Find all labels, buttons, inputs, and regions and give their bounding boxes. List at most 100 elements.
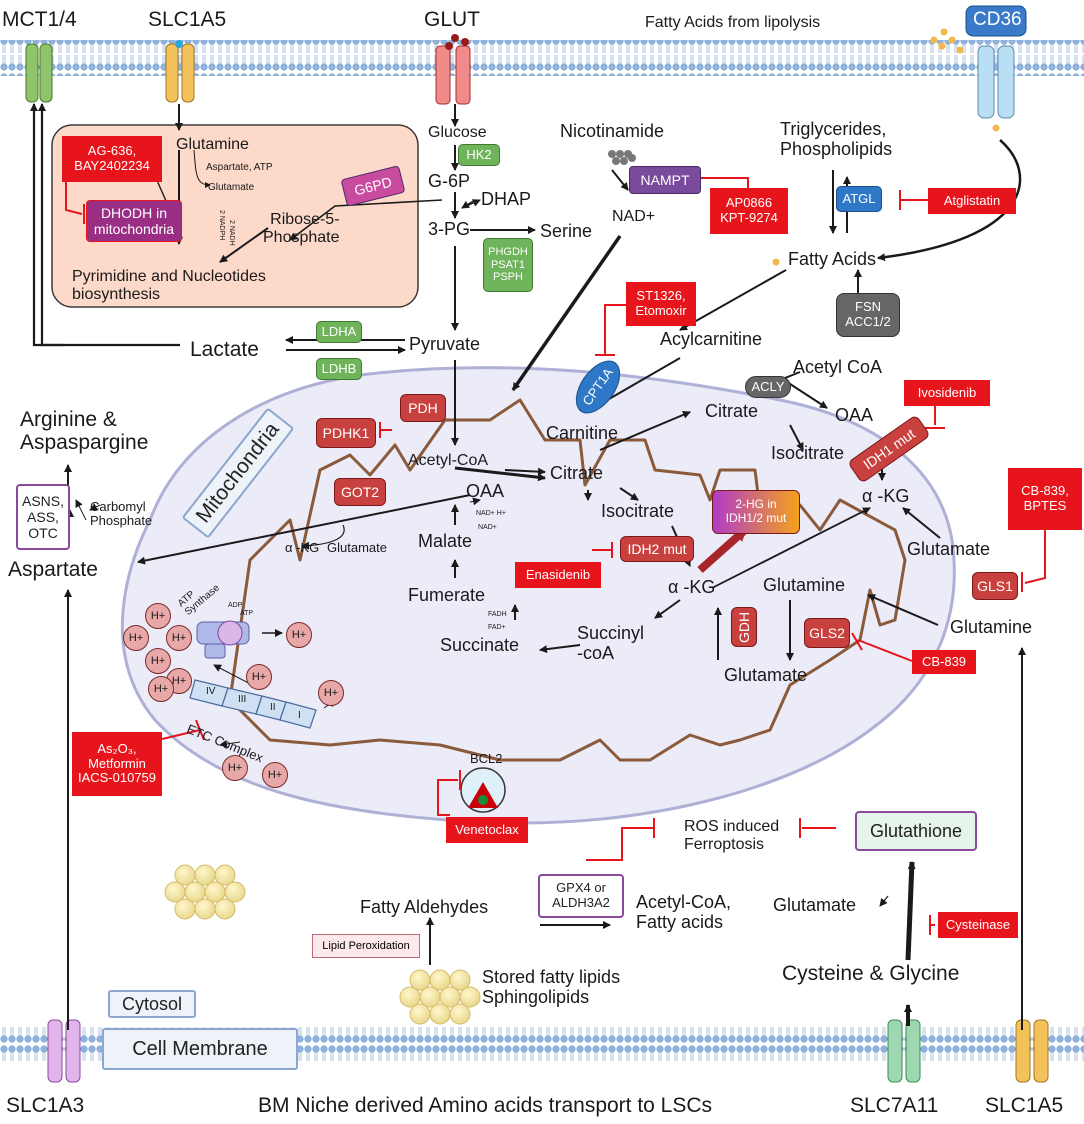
dhodh-enzyme: DHODH in mitochondria (86, 200, 182, 242)
proton-icon: H+ (166, 625, 192, 651)
proton-icon: H+ (145, 603, 171, 629)
stored-lipid-droplet-icon (399, 969, 481, 1025)
aspartate-label: Aspartate (8, 558, 98, 581)
ap0866-inhibitor: AP0866 KPT-9274 (710, 188, 788, 234)
cpt1a-enzyme: CPT1A (566, 352, 630, 422)
glutamine-cyto-label: Glutamine (950, 617, 1033, 637)
slc7a11-label: SLC7A11 (850, 1094, 939, 1117)
slc1a3-transporter (47, 1019, 81, 1083)
glutamate-small-label: Glutamate (208, 182, 255, 193)
atp-label: ATP (240, 610, 254, 617)
proton-icon: H+ (145, 648, 171, 674)
slc7a11-transporter (887, 1019, 921, 1083)
mito-nad-label: NAD+ (478, 524, 497, 531)
lactate-label: Lactate (190, 338, 259, 361)
mito-akg-small-label: α -KG (285, 540, 320, 555)
acylcarnitine-label: Acylcarnitine (660, 329, 763, 349)
ros-label: ROS induced Ferroptosis (684, 818, 780, 853)
ag636-inhibitor: AG-636, BAY2402234 (62, 136, 162, 182)
3pg-label: 3-PG (428, 219, 471, 239)
acetyl-coa-cyto-label: Acetyl CoA (793, 357, 883, 377)
gls1-enzyme: GLS1 (972, 572, 1018, 600)
mito-akg-label: α -KG (668, 577, 716, 597)
mito-fumerate-label: Fumerate (408, 585, 486, 605)
mito-glutamate-label: Glutamate (724, 665, 808, 685)
pdhk1-enzyme: PDHK1 (316, 418, 376, 448)
mito-glutamine-label: Glutamine (763, 575, 846, 595)
mito-succinyl-label: Succinyl -coA (577, 623, 645, 663)
footer-label: BM Niche derived Amino acids transport t… (258, 1094, 713, 1117)
complex-iv-label: IV (206, 686, 216, 697)
acetyl-fatty-label: Acetyl-CoA, Fatty acids (636, 892, 732, 932)
slc1a3-label: SLC1A3 (6, 1094, 85, 1117)
nampt-enzyme: NAMPT (629, 166, 701, 194)
gpx4-enzyme: GPX4 or ALDH3A2 (538, 874, 624, 918)
mito-citrate-label: Citrate (550, 463, 604, 483)
got2-enzyme: GOT2 (334, 478, 386, 506)
complex-iii-label: III (238, 694, 247, 705)
pdh-enzyme: PDH (400, 394, 446, 422)
cysteinase-inhibitor: Cysteinase (938, 912, 1018, 938)
gdh-enzyme: GDH (731, 607, 757, 647)
bcl2-label: BCL2 (470, 751, 503, 766)
mito-fad-label: FAD+ (488, 624, 506, 631)
citrate-cyto-label: Citrate (705, 401, 759, 421)
glut-transporter (435, 34, 471, 105)
mct14-transporter (25, 43, 53, 103)
asns-enzyme: ASNS, ASS, OTC (16, 484, 70, 550)
mito-fadh-label: FADH (488, 611, 507, 618)
proton-icon: H+ (123, 625, 149, 651)
carnitine-label: Carnitine (546, 423, 619, 443)
nicotinamide-molecule-icon (608, 150, 636, 165)
ribose5-label: Ribose-5- Phosphate (263, 211, 340, 246)
nadh-label: 2 NADH (228, 220, 235, 246)
gls2-enzyme: GLS2 (804, 618, 850, 648)
ivosidenib-inhibitor: Ivosidenib (904, 380, 990, 406)
mitochondrion-cristae (228, 398, 907, 762)
mitochondria-label: Mitochondria (181, 407, 295, 539)
glutamine-label: Glutamine (176, 136, 249, 153)
fatty-aldehydes-label: Fatty Aldehydes (360, 897, 489, 917)
complex-ii-label: II (270, 702, 276, 713)
mct14-label: MCT1/4 (2, 8, 77, 31)
mito-nadh-label: NAD+ H+ (476, 510, 506, 517)
fatty-acids-label: Fatty Acids (788, 249, 877, 269)
serine-label: Serine (540, 221, 593, 241)
glucose-label: Glucose (428, 124, 487, 141)
cb839-inhibitor: CB-839 (912, 650, 976, 674)
lipid-droplet-cluster-icon (164, 864, 246, 920)
mito-succinate-label: Succinate (440, 635, 520, 655)
atp-synthase-label: ATP Synthase (175, 582, 222, 618)
as2o3-inhibitor: As₂O₃, Metformin IACS-010759 (72, 732, 162, 796)
cd36-label: CD36 (973, 9, 1022, 30)
mito-malate-label: Malate (418, 531, 473, 551)
hk2-enzyme: HK2 (458, 144, 500, 166)
proton-icon: H+ (262, 762, 288, 788)
cytosol-label: Cytosol (108, 990, 196, 1018)
mito-acetyl-coa-label: Acetyl-CoA (408, 452, 489, 469)
inhibition-lines (65, 168, 1046, 935)
slc1a5-bottom-transporter (1015, 1019, 1049, 1083)
cb839-bptes-inhibitor: CB-839, BPTES (1008, 468, 1082, 530)
cell-membrane-label: Cell Membrane (102, 1028, 298, 1070)
lipid-peroxidation-box: Lipid Peroxidation (312, 934, 420, 958)
venetoclax-inhibitor: Venetoclax (446, 817, 528, 843)
mito-isocitrate-label: Isocitrate (601, 501, 675, 521)
glutamate-lower-label: Glutamate (773, 895, 857, 915)
twohg-arrow (697, 527, 748, 573)
acly-enzyme: ACLY (745, 376, 791, 398)
pyruvate-label: Pyruvate (409, 334, 481, 354)
akg-cyto-label: α -KG (862, 486, 910, 506)
atp-synthase-icon (196, 620, 250, 659)
aspartate-atp-label: Aspartate, ATP (206, 162, 273, 173)
proton-icon: H+ (286, 622, 312, 648)
slc1a5-bottom-label: SLC1A5 (985, 1094, 1064, 1117)
idh2mut-enzyme: IDH2 mut (620, 536, 694, 562)
adp-label: ADP (228, 602, 243, 609)
proton-icon: H+ (318, 680, 344, 706)
nad-plus-label: NAD+ (612, 208, 656, 225)
ldhb-enzyme: LDHB (316, 358, 362, 380)
proton-icon: H+ (148, 676, 174, 702)
fatty-acids-lipolysis-label: Fatty Acids from lipolysis (645, 14, 821, 31)
fsn-enzyme: FSN ACC1/2 (836, 293, 900, 337)
